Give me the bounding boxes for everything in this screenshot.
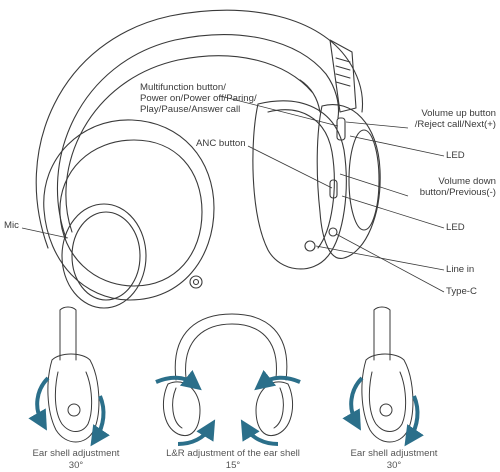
volume-up-button (336, 117, 346, 141)
caption-right-angle: 30° (386, 460, 402, 471)
right-cup-plate (348, 129, 380, 231)
line-in-port (304, 240, 316, 252)
caption-middle-angle: 15° (225, 460, 241, 471)
line-in-label: Line in (446, 264, 475, 275)
right-cup-cushion (252, 100, 347, 270)
headband-outer (35, 9, 364, 249)
multifunction-line-2: Power on/Power off/Paring/ (140, 93, 257, 104)
rotation-arrow-icon (155, 369, 301, 446)
rotation-arrow-icon (28, 376, 110, 447)
adjust-right-view (361, 306, 414, 443)
volume-down-line-1: Volume down (438, 176, 496, 187)
volume-up-label: Volume up button /Reject call/Next(+) (415, 108, 496, 130)
caption-right: Ear shell adjustment 30° (334, 448, 454, 472)
left-cup-plate (61, 203, 147, 309)
volume-down-line-2: button/Previous(-) (419, 187, 496, 198)
multifunction-line-1: Multifunction button/ (140, 82, 226, 93)
led-label-1: LED (446, 150, 465, 161)
headband-slider (329, 39, 357, 113)
right-cup-shell (316, 104, 381, 259)
left-cup-shell (43, 119, 215, 301)
anc-label: ANC button (196, 138, 246, 149)
caption-middle-title: L&R adjustment of the ear shell (166, 448, 300, 459)
caption-middle: L&R adjustment of the ear shell 15° (148, 448, 318, 472)
caption-left-angle: 30° (68, 460, 84, 471)
type-c-label: Type-C (446, 286, 477, 297)
volume-up-line-1: Volume up button (421, 108, 496, 119)
mic-label: Mic (4, 220, 19, 231)
caption-left-title: Ear shell adjustment (32, 448, 120, 459)
headband-inner (57, 34, 340, 239)
multifunction-line-3: Play/Pause/Answer call (140, 104, 241, 115)
type-c-port (328, 227, 338, 237)
led-label-2: LED (446, 222, 465, 233)
caption-right-title: Ear shell adjustment (350, 448, 438, 459)
adjust-middle-view (162, 313, 294, 436)
anc-button (329, 179, 338, 199)
caption-left: Ear shell adjustment 30° (16, 448, 136, 472)
volume-up-line-2: /Reject call/Next(+) (414, 119, 496, 130)
adjust-left-view (47, 306, 100, 443)
button-icon (189, 275, 203, 289)
rotation-arrow-icon (342, 376, 424, 447)
leader-lines (21, 95, 445, 293)
main-headphone (35, 9, 381, 309)
multifunction-label: Multifunction button/ Power on/Power off… (140, 82, 257, 115)
volume-down-label: Volume down button/Previous(-) (420, 176, 496, 198)
